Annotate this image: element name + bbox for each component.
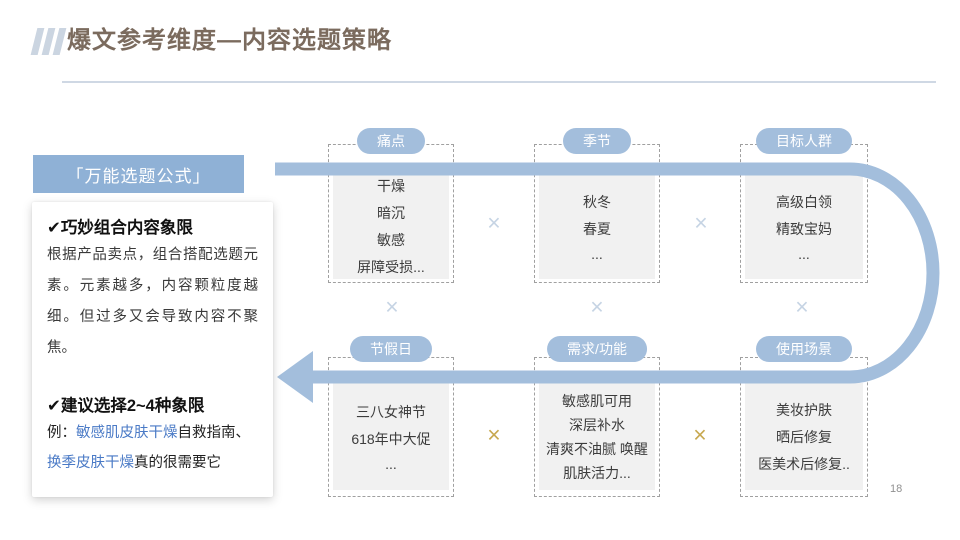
formula-point1-body: 根据产品卖点，组合搭配选题元素。元素越多，内容颗粒度越细。但过多又会导致内容不聚… — [47, 247, 258, 356]
dimension-items: 干燥 暗沉 敏感 屏障受损... — [333, 174, 449, 279]
formula-example: 例：敏感肌皮肤干燥自救指南、换季皮肤干燥真的很需要它 — [47, 418, 258, 478]
page-title: 爆文参考维度—内容选题策略 — [67, 27, 392, 54]
dimension-label-pill: 季节 — [563, 128, 631, 154]
dimension-items: 敏感肌可用 深层补水 清爽不油腻 唤醒 肌肤活力... — [539, 383, 655, 490]
dimension-item: 美妆护肤 — [776, 401, 832, 418]
multiply-icon: × — [385, 293, 399, 320]
dimension-item: 春夏 — [583, 220, 611, 237]
dimension-items: 三八女神节 618年中大促 ... — [333, 383, 449, 490]
dimension-item: 清爽不油腻 唤醒 — [546, 440, 648, 457]
dimension-label-pill: 节假日 — [350, 336, 432, 362]
dimension-item: 屏障受损... — [357, 259, 425, 275]
dimension-items: 美妆护肤 晒后修复 医美术后修复.. — [745, 383, 863, 490]
example-segment: 例： — [47, 425, 76, 441]
dimension-item: 秋冬 — [583, 193, 611, 210]
dimension-item: ... — [798, 245, 810, 262]
multiply-icon: × — [795, 293, 809, 320]
example-highlight: 敏感肌皮肤干燥 — [76, 425, 178, 441]
formula-panel-card: ✔巧妙组合内容象限 根据产品卖点，组合搭配选题元素。元素越多，内容颗粒度越细。但… — [32, 202, 273, 497]
dimension-item: 敏感肌可用 — [562, 392, 632, 409]
title-decor-bars-icon — [30, 28, 67, 55]
title-divider — [62, 81, 936, 83]
dimension-box-holidays: 节假日 三八女神节 618年中大促 ... — [328, 336, 454, 497]
dimension-item: 三八女神节 — [356, 403, 426, 420]
dimension-item: 医美术后修复.. — [758, 455, 850, 472]
dimension-box-target-audience: 目标人群 高级白领 精致宝妈 ... — [740, 128, 868, 283]
formula-panel-header: 「万能选题公式」 — [33, 155, 244, 193]
dimension-box-season: 季节 秋冬 春夏 ... — [534, 128, 660, 283]
dimension-label-pill: 痛点 — [357, 128, 425, 154]
example-highlight: 换季皮肤干燥 — [47, 455, 134, 471]
dimension-item: 高级白领 — [776, 193, 832, 210]
formula-point1-title: ✔巧妙组合内容象限 — [47, 219, 193, 237]
dimension-items: 秋冬 春夏 ... — [539, 174, 655, 279]
dimension-box-needs-functions: 需求/功能 敏感肌可用 深层补水 清爽不油腻 唤醒 肌肤活力... — [534, 336, 660, 497]
dimension-item: 敏感 — [377, 232, 405, 248]
dimension-item: 暗沉 — [377, 205, 405, 221]
dimension-item: ... — [591, 245, 603, 262]
dimension-item: ... — [385, 455, 397, 472]
dimension-item: 肌肤活力... — [563, 464, 631, 481]
multiply-icon: × — [487, 421, 501, 448]
formula-point2-title: ✔建议选择2~4种象限 — [47, 397, 205, 415]
dimension-box-usage-scenarios: 使用场景 美妆护肤 晒后修复 医美术后修复.. — [740, 336, 868, 497]
dimension-label-pill: 使用场景 — [756, 336, 852, 362]
multiply-icon: × — [487, 209, 501, 236]
multiply-icon: × — [693, 421, 707, 448]
dimension-items: 高级白领 精致宝妈 ... — [745, 174, 863, 279]
dimension-label-pill: 目标人群 — [756, 128, 852, 154]
example-segment: 真的很需要它 — [134, 455, 221, 471]
dimension-item: 深层补水 — [569, 416, 625, 433]
multiply-icon: × — [590, 293, 604, 320]
dimension-label-pill: 需求/功能 — [547, 336, 647, 362]
dimension-item: 精致宝妈 — [776, 220, 832, 237]
dimension-box-pain-points: 痛点 干燥 暗沉 敏感 屏障受损... — [328, 128, 454, 283]
page-number: 18 — [890, 483, 903, 495]
multiply-icon: × — [694, 209, 708, 236]
dimension-item: 干燥 — [377, 178, 405, 194]
example-segment: 自救指南、 — [177, 425, 251, 441]
dimension-item: 晒后修复 — [776, 428, 832, 445]
dimension-item: 618年中大促 — [351, 430, 431, 447]
